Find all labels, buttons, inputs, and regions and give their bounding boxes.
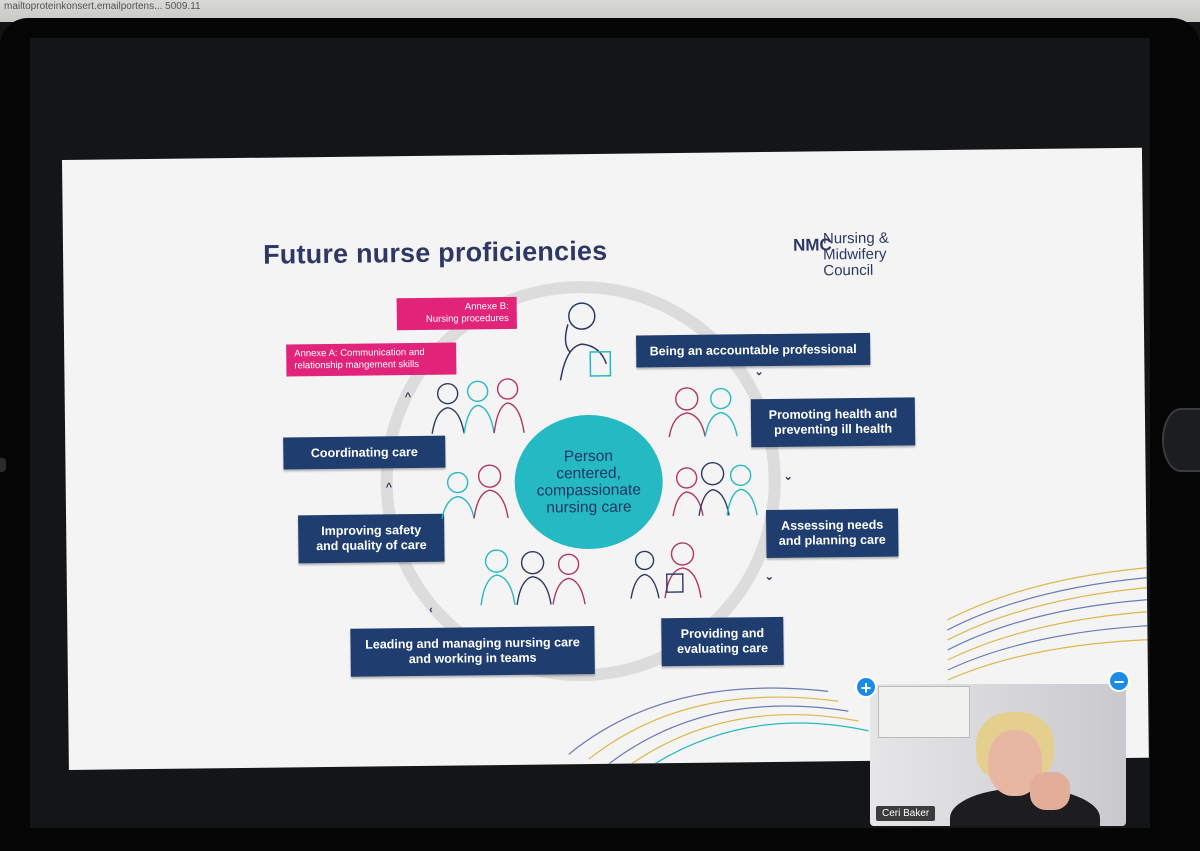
platform-label: Leading and managing nursing care and wo… [365,635,580,667]
chevron-icon: ^ [404,391,412,404]
annex-a-label: Annexe A: Communication and relationship… [286,342,457,377]
platform-improving-safety: Improving safety and quality of care [298,513,445,564]
platform-label: Coordinating care [310,444,418,460]
platform-accountable: Being an accountable professional [636,332,871,368]
platform-label: Improving safety and quality of care [316,522,427,554]
platform-label: Being an accountable professional [649,341,857,358]
chevron-icon: ⌄ [754,366,764,379]
presentation-slide: Future nurse proficiencies NMC Nursing &… [62,147,1149,770]
wall-frame [878,686,970,738]
plus-icon[interactable]: + [855,676,877,698]
platform-coordinating-care: Coordinating care [283,435,446,470]
chevron-icon: ^ [385,481,393,494]
platform-label: Promoting health and preventing ill heal… [768,406,898,437]
participant-video[interactable]: Ceri Baker [870,684,1126,826]
annex-b-text: Annexe B: Nursing procedures [425,300,509,325]
platform-label: Providing and evaluating care [676,626,769,657]
chevron-icon: ‹ [429,603,433,616]
nmc-logo-mark: NMC [792,235,832,255]
people-illustration [672,461,758,517]
center-text: Person centered, compassionate nursing c… [536,447,642,517]
side-sensor [0,458,6,472]
nmc-logo-text: Nursing & Midwifery Council [822,229,889,280]
home-button[interactable] [1162,408,1200,472]
slide-title: Future nurse proficiencies [262,235,608,270]
nurse-illustration [559,302,612,381]
people-illustration [668,387,738,438]
platform-leading-managing: Leading and managing nursing care and wo… [350,625,595,677]
platform-label: Assessing needs and planning care [778,517,886,548]
platform-assessing-needs: Assessing needs and planning care [766,508,899,559]
people-illustration [431,378,525,434]
browser-address-strip: mailtoproteinkonsert.emailportens... 500… [0,0,1200,22]
participant-name: Ceri Baker [876,806,936,821]
people-illustration [630,542,702,599]
people-illustration [480,549,586,606]
platform-promoting-health: Promoting health and preventing ill heal… [750,397,916,448]
chevron-icon: ⌄ [783,470,793,483]
annex-b-label: Annexe B: Nursing procedures [396,296,517,331]
participant-hand [1030,772,1070,810]
chevron-icon: ⌄ [764,570,775,584]
people-illustration [441,464,509,519]
nmc-logo: NMC Nursing & Midwifery Council [793,228,924,289]
annex-a-text: Annexe A: Communication and relationship… [294,346,425,372]
platform-providing-care: Providing and evaluating care [661,616,784,667]
minus-icon[interactable]: − [1108,670,1130,692]
